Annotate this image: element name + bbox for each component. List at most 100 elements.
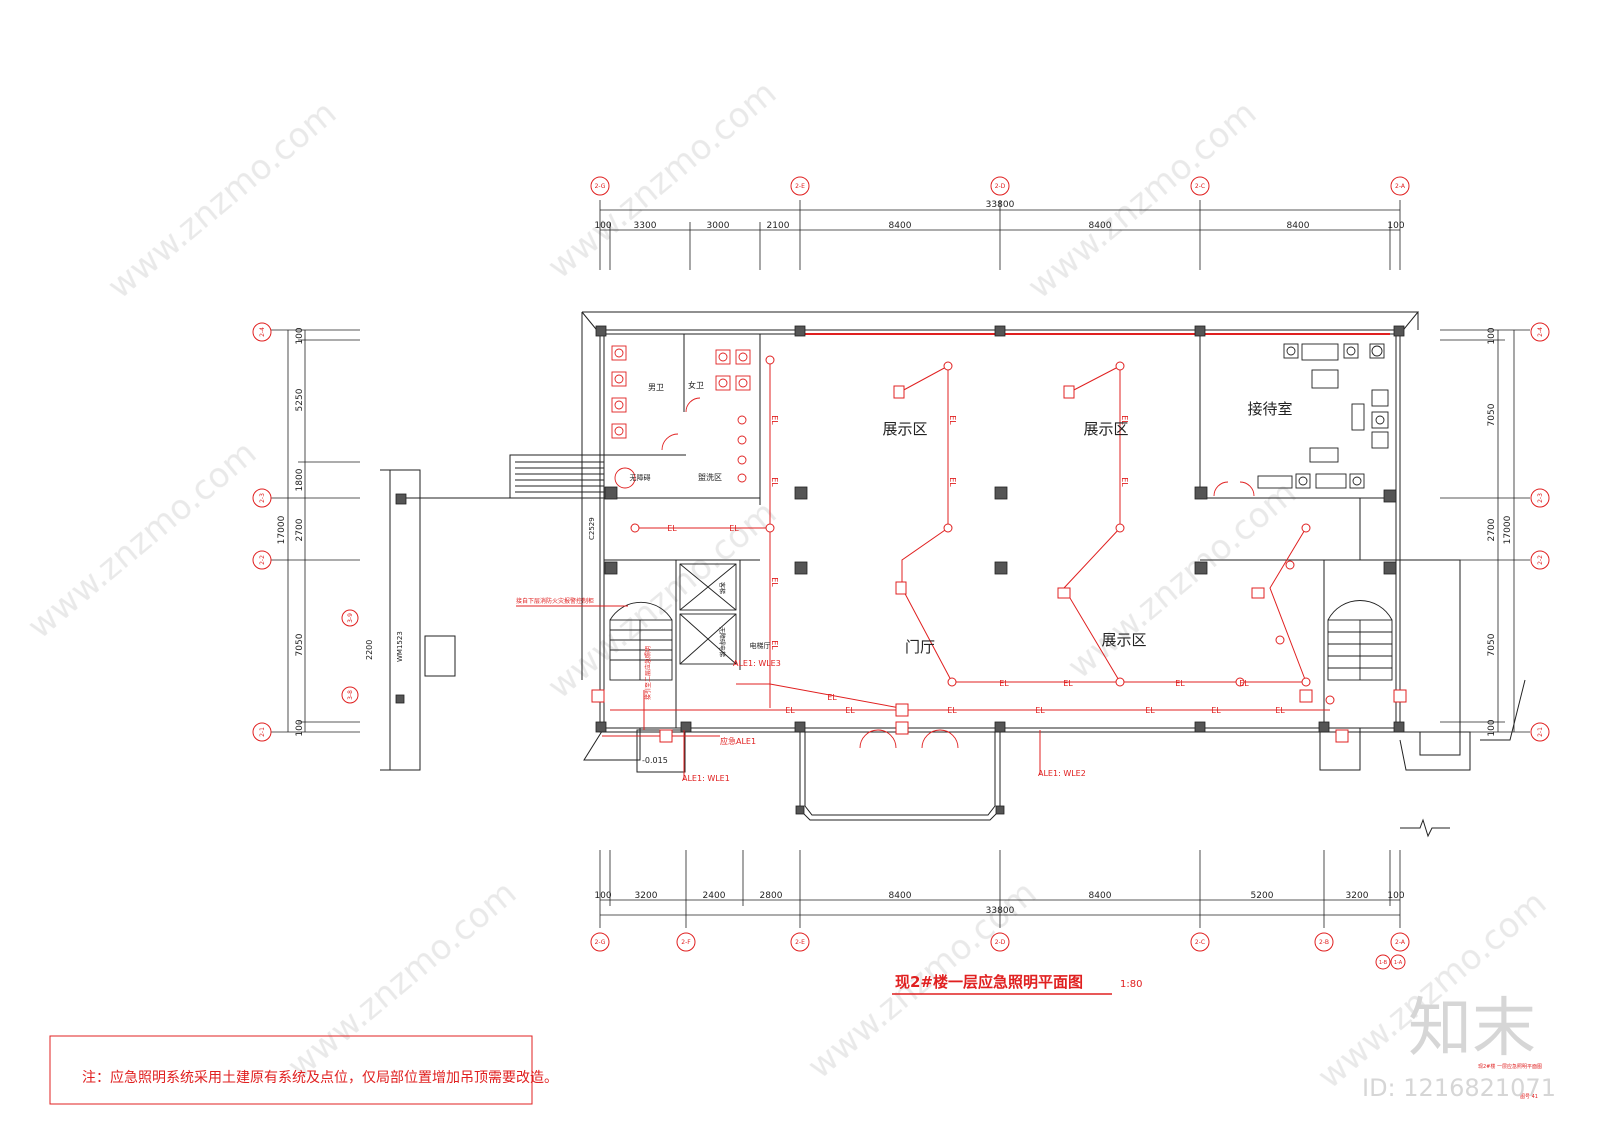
el-label: EL: [1120, 415, 1129, 425]
brand-stamp: 现2#楼 一层应急照明平面图 图号 41 知末 ID: 1216821071: [1362, 992, 1556, 1102]
axis-label: 2-E: [795, 939, 805, 946]
dim-right: 7050: [1487, 403, 1497, 426]
axis-labels-bottom: 2-G 2-F 2-E 2-D 2-C 2-B 2-A 1-B 1-A: [595, 939, 1406, 966]
dimension-top-text: 33800 100 3300 3000 2100 8400 8400 8400 …: [594, 200, 1404, 231]
circuit-label: ALE1: WLE3: [733, 659, 781, 668]
axis-bubbles-bottom: [590, 932, 1410, 970]
misc-labels: ALE1: WLE3 ALE1: WLE1 ALE1: WLE2 应急ALE1 …: [365, 517, 1086, 783]
drawing-scale: 1:80: [1120, 979, 1142, 990]
dim-top: 100: [1387, 221, 1404, 231]
watermark-text: www.znzmo.com: [1060, 473, 1304, 687]
room-names: 展示区 展示区 展示区 门厅 接待室 男卫 女卫 无障碍 盥洗区 电梯厅 客梯 …: [630, 380, 1293, 657]
dim-bottom: 8400: [1089, 891, 1112, 901]
note-box: 注：应急照明系统采用土建原有系统及点位，仅局部位置增加吊顶需要改造。: [49, 1035, 558, 1105]
room-elevator-hall: 电梯厅: [750, 641, 771, 650]
axis-bubbles-top: [590, 176, 1410, 196]
dimension-right: [1440, 329, 1530, 733]
column-tag: C2529: [588, 517, 596, 540]
el-markers: EL EL EL EL EL EL EL EL EL EL EL EL EL E…: [667, 415, 1285, 715]
axis-label: 3-8: [347, 690, 354, 700]
dim-bottom: 5200: [1251, 891, 1274, 901]
room-elevator: 客梯: [718, 582, 726, 594]
el-label: EL: [948, 477, 957, 487]
axis-label: 2-D: [995, 939, 1006, 946]
feed-note: 接自下层消防火灾报警控制柜: [516, 597, 594, 605]
wc-fixtures: [611, 345, 751, 489]
stair-right: [1327, 600, 1393, 681]
axis-label: 2-E: [795, 183, 805, 190]
stamp-text: 现2#楼 一层应急照明平面图: [1478, 1063, 1542, 1070]
dim-bottom: 100: [1387, 891, 1404, 901]
dim-top: 8400: [1089, 221, 1112, 231]
dim-bottom: 3200: [1346, 891, 1369, 901]
axis-label: 2-G: [595, 183, 606, 190]
drawing-note: 注：应急照明系统采用土建原有系统及点位，仅局部位置增加吊顶需要改造。: [82, 1069, 558, 1086]
dim-right: 7050: [1487, 633, 1497, 656]
axis-label: 2-C: [1195, 183, 1205, 190]
dim-bottom: 8400: [889, 891, 912, 901]
watermark-text: www.znzmo.com: [540, 73, 784, 287]
el-label: EL: [770, 640, 779, 650]
entry-doors: [859, 729, 959, 749]
stair-left: [609, 601, 673, 681]
el-label: EL: [845, 706, 855, 715]
axis-label: 2-G: [595, 939, 606, 946]
axis-labels-top: 2-G 2-E 2-D 2-C 2-A: [595, 183, 1406, 190]
room-wc: 女卫: [688, 380, 704, 390]
circuit-label: ALE1: WLE2: [1038, 769, 1086, 778]
el-label: EL: [1145, 706, 1155, 715]
dim-bottom: 3200: [635, 891, 658, 901]
dim-right: 100: [1487, 719, 1497, 736]
el-label: EL: [1239, 679, 1249, 688]
axis-bubbles-right: [1530, 322, 1550, 742]
dimension-right-text: 100 7050 2700 7050 100 17000: [1487, 327, 1513, 736]
dim-top: 3000: [707, 221, 730, 231]
dim-bottom: 2800: [760, 891, 783, 901]
dim-total-top: 33800: [986, 200, 1015, 210]
axis-labels-right: 2-4 2-3 2-2 2-1: [1537, 327, 1544, 737]
watermark-text: www.znzmo.com: [100, 93, 344, 307]
dim-top: 100: [594, 221, 611, 231]
brand-id: ID: 1216821071: [1362, 1074, 1556, 1102]
el-label: EL: [770, 577, 779, 587]
el-label: EL: [947, 706, 957, 715]
dim-total-bottom: 33800: [986, 906, 1015, 916]
axis-label: 2-1: [1537, 727, 1544, 737]
level-mark: -0.015: [642, 756, 668, 765]
axis-label: 2-1: [259, 727, 266, 737]
axis-label: 2-2: [259, 555, 266, 565]
axis-label: 2-2: [1537, 555, 1544, 565]
el-label: EL: [1275, 706, 1285, 715]
reception-furniture: [1213, 343, 1389, 497]
dim-left: 7050: [295, 633, 305, 656]
room-elevator: 无障碍电梯: [718, 627, 726, 657]
brand-logo: 知末: [1408, 992, 1536, 1066]
axis-label: 2-A: [1395, 183, 1406, 190]
dimension-left-text: 100 5250 1800 2700 7050 100 17000: [277, 327, 305, 736]
dim-left: 5250: [295, 388, 305, 411]
axis-labels-left: 2-4 2-3 2-2 2-1 3-9 3-8: [259, 327, 354, 737]
el-label: EL: [1063, 679, 1073, 688]
axis-label: 2-4: [259, 327, 266, 337]
dim-top: 3300: [634, 221, 657, 231]
room-lobby: 门厅: [905, 638, 935, 656]
el-label: EL: [667, 524, 677, 533]
columns: [395, 325, 1405, 815]
el-label: EL: [729, 524, 739, 533]
room-reception: 接待室: [1247, 400, 1292, 418]
dim-top: 2100: [767, 221, 790, 231]
door-tag: WM1523: [396, 631, 404, 662]
dim-left: 100: [295, 719, 305, 736]
axis-label: 2-F: [681, 939, 691, 946]
stair-note: 接引至二层应急照明: [644, 646, 652, 700]
dim-top: 8400: [889, 221, 912, 231]
axis-label: 2-A: [1395, 939, 1406, 946]
dimension-top: [599, 200, 1401, 270]
el-label: EL: [827, 693, 837, 702]
title-block: 现2#楼一层应急照明平面图 1:80: [892, 973, 1142, 995]
el-label: EL: [785, 706, 795, 715]
dimension-left: [270, 329, 360, 733]
axis-label: 1-A: [1394, 960, 1403, 966]
watermark-text: www.znzmo.com: [1020, 93, 1264, 307]
dimension-bottom: [599, 850, 1401, 928]
